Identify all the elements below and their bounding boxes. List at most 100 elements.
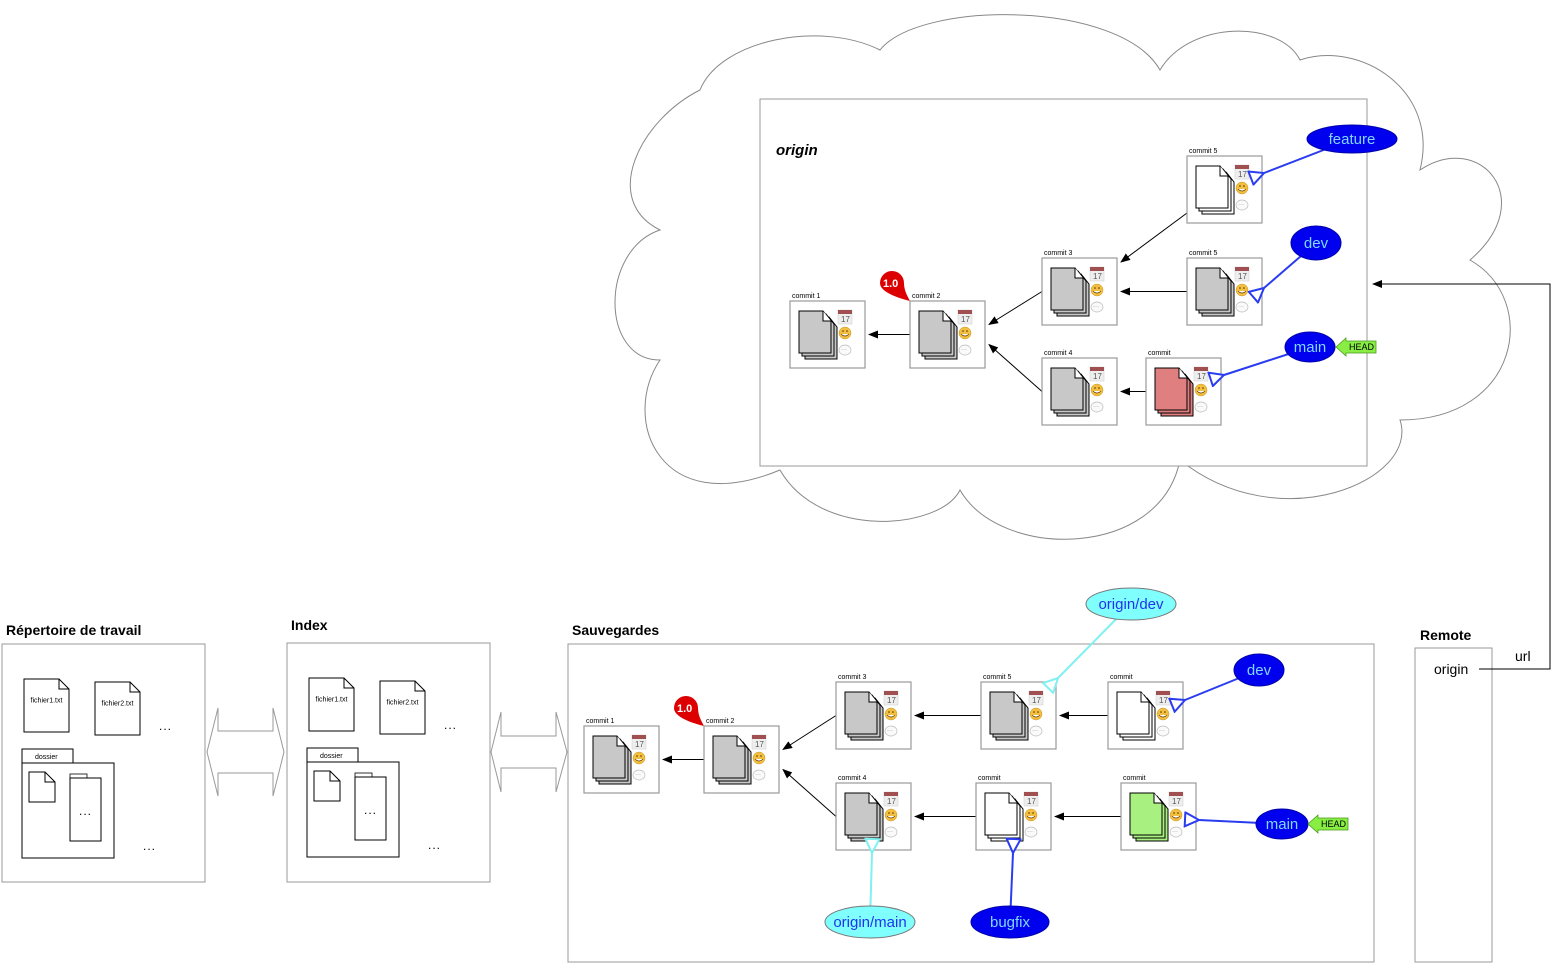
remote-origin-entry[interactable]: origin [1434,661,1468,677]
branch-name: dev [1247,662,1272,679]
message-bubble-icon: ··· [632,769,646,781]
calendar-icon: 17 [1089,366,1105,382]
svg-text:17: 17 [1159,696,1168,705]
commit-node[interactable]: commit 417··· [835,775,912,851]
commit-label: commit 3 [838,674,867,681]
branch-name: origin/main [833,914,906,931]
commit-label: commit 5 [1189,250,1218,257]
svg-text:···: ··· [887,728,893,734]
commit-node[interactable]: commit 17 ··· [1107,674,1184,750]
calendar-icon: 17 [1193,366,1209,382]
commit-label: commit [1123,775,1146,782]
branch-ellipse[interactable] [824,905,916,939]
head-pointer[interactable]: HEAD [1335,337,1377,357]
head-pointer[interactable]: HEAD [1307,814,1349,834]
branch-ellipse[interactable] [970,905,1050,939]
head-arrow-icon [1335,337,1377,357]
branch-ellipse[interactable] [1306,124,1398,154]
commit-node[interactable]: commit 217··· [703,718,780,794]
branch-label-bugfix[interactable]: bugfix [970,853,1050,939]
svg-text:···: ··· [1159,728,1165,734]
commit-nodes: commit 117···commit 217···commit 317···c… [583,148,1263,851]
branch-label-origin-main[interactable]: origin/main [824,853,916,939]
message-bubble-icon: ··· [1169,826,1183,838]
file-icon[interactable]: fichier1.txt [308,677,355,732]
remote-box [1414,647,1493,963]
author-smiley-icon [884,808,898,822]
branch-label-feature[interactable]: feature [1264,124,1398,173]
file-icon[interactable]: fichier1.txt [23,678,70,733]
commit-label: commit 4 [1044,350,1073,357]
author-smiley-icon [1090,383,1104,397]
commit-node[interactable]: commit 517··· [1186,148,1263,224]
file-stack-icon [798,310,838,360]
file-icon[interactable] [313,770,341,802]
commit-node[interactable]: commit 417··· [1041,350,1118,426]
calendar-icon: 17 [1155,690,1171,706]
calendar-icon: 17 [1023,791,1039,807]
branch-label-main[interactable]: main [1199,808,1309,840]
commit-node[interactable]: commit 117··· [789,293,866,369]
file-icon[interactable]: fichier2.txt [379,680,426,735]
file-stack-icon [989,691,1029,741]
tag-marker-icon [674,696,704,726]
folder-icon[interactable]: dossier [306,747,400,858]
message-bubble-icon: ··· [752,769,766,781]
file-stack-icon [712,735,752,785]
branch-ellipse[interactable] [1085,587,1177,621]
subfolder-tab [69,773,88,779]
branch-ellipse[interactable] [1290,225,1342,261]
author-smiley-icon [958,326,972,340]
branch-ellipse[interactable] [1233,653,1285,687]
calendar-icon: 17 [1234,266,1250,282]
svg-text:···: ··· [1172,829,1178,835]
commit-label: commit [1110,674,1133,681]
file-stack-icon [1195,267,1235,317]
svg-text:17: 17 [1197,372,1206,381]
author-smiley-icon [1029,707,1043,721]
commit-node[interactable]: commit 517··· [1186,250,1263,326]
version-tag[interactable]: 1.0 [880,271,910,301]
branch-label-origin-dev[interactable]: origin/dev [1058,587,1177,678]
working-dir-title: Répertoire de travail [6,622,141,638]
folder-icon[interactable]: dossier [21,748,115,859]
branch-name: main [1294,339,1327,356]
branch-label-dev[interactable]: dev [1264,225,1342,288]
author-smiley-icon [884,707,898,721]
branch-label-dev[interactable]: dev [1185,653,1285,700]
calendar-icon: 17 [1168,791,1184,807]
ellipsis: ... [364,803,377,817]
message-bubble-icon: ··· [884,826,898,838]
remote-title: Remote [1420,627,1472,643]
svg-text:···: ··· [961,347,967,353]
branch-name: main [1266,816,1299,833]
file-stack-icon [844,691,884,741]
svg-text:···: ··· [1027,829,1033,835]
file-icon[interactable]: fichier2.txt [94,681,141,736]
branch-label-main[interactable]: main [1224,331,1336,375]
parent-edge [988,343,1043,392]
commit-node[interactable]: commit 317··· [1041,250,1118,326]
svg-text:17: 17 [1093,372,1102,381]
message-bubble-icon: ··· [1235,199,1249,211]
svg-text:···: ··· [1093,304,1099,310]
svg-text:17: 17 [1172,797,1181,806]
svg-text:17: 17 [755,740,764,749]
branch-ellipse[interactable] [1284,331,1336,363]
commit-node[interactable]: commit 217··· [909,293,986,369]
file-stack-icon [1116,691,1156,741]
commit-node[interactable]: commit 517··· [980,674,1057,750]
svg-text:17: 17 [1238,170,1247,179]
commit-node[interactable]: commit 117··· [583,718,660,794]
parent-edge [782,715,837,751]
commit-node[interactable]: commit 17 ··· [1120,775,1197,851]
file-stack-icon [1195,165,1235,215]
version-tag[interactable]: 1.0 [674,696,704,726]
file-icon[interactable] [28,771,56,803]
commit-node[interactable]: commit 3 17 ··· [835,674,912,750]
svg-text:17: 17 [887,696,896,705]
commit-label: commit 1 [586,718,615,725]
